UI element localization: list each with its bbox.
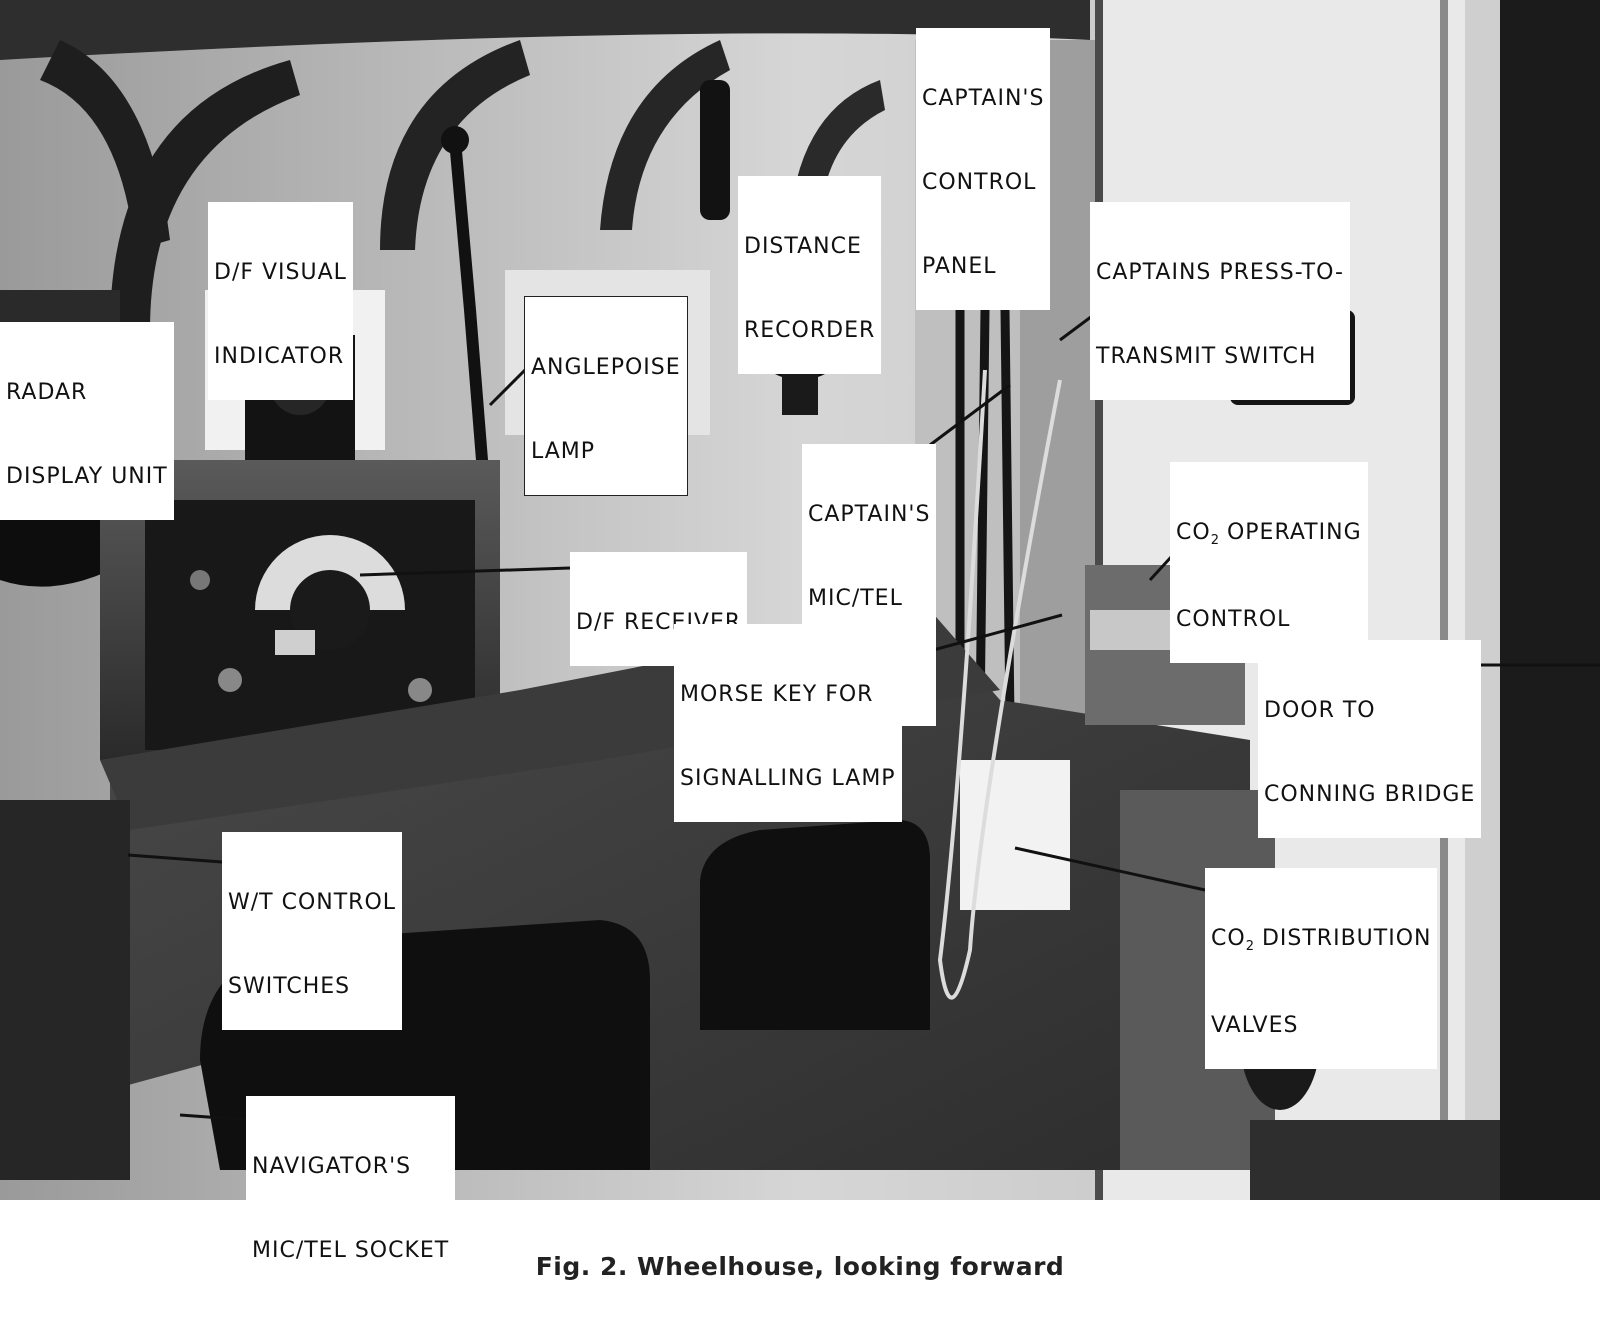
frame-rib bbox=[600, 40, 730, 230]
label-anglepoise-lamp: ANGLEPOISE LAMP bbox=[524, 296, 688, 496]
label-co2-distribution-valves: CO2 DISTRIBUTION VALVES bbox=[1205, 868, 1438, 1069]
label-radar-display-unit: RADAR DISPLAY UNIT bbox=[0, 322, 174, 520]
figure-caption: Fig. 2. Wheelhouse, looking forward bbox=[535, 1252, 1065, 1281]
label-door-to-conning-bridge: DOOR TO CONNING BRIDGE bbox=[1258, 640, 1482, 838]
ceiling bbox=[0, 0, 1090, 60]
label-wt-control-switches: W/T CONTROL SWITCHES bbox=[222, 832, 403, 1030]
desk-opening bbox=[700, 820, 930, 1030]
label-navigators-mic-tel-socket: NAVIGATOR'S MIC/TEL SOCKET bbox=[246, 1096, 456, 1294]
co2-distribution-valves bbox=[960, 760, 1070, 910]
leader-anglepoise bbox=[488, 363, 532, 407]
label-distance-recorder: DISTANCE RECORDER bbox=[738, 176, 882, 374]
frame-rib bbox=[380, 40, 530, 250]
frame-rib bbox=[110, 60, 300, 330]
pillar-edge bbox=[1440, 0, 1448, 1200]
door-edge bbox=[1465, 0, 1500, 1200]
label-captains-press-to-transmit: CAPTAINS PRESS-TO- TRANSMIT SWITCH bbox=[1090, 202, 1350, 400]
wt-control-console bbox=[0, 800, 130, 1180]
label-morse-key: MORSE KEY FOR SIGNALLING LAMP bbox=[674, 624, 902, 822]
leader-co2-valves bbox=[1014, 846, 1206, 892]
door-to-conning-bridge bbox=[1500, 0, 1600, 1200]
leader-captains-mic bbox=[929, 383, 1011, 447]
label-df-visual-indicator: D/F VISUAL INDICATOR bbox=[208, 202, 353, 400]
leader-df-receiver bbox=[359, 566, 571, 577]
leader-morse-key bbox=[925, 613, 1063, 654]
leader-navigators-mic bbox=[179, 1113, 251, 1122]
cable-loop bbox=[937, 369, 1062, 1000]
label-co2-operating-control: CO2 OPERATING CONTROL bbox=[1170, 462, 1368, 663]
leader-wt-switches bbox=[127, 853, 223, 864]
label-captains-control-panel: CAPTAIN'S CONTROL PANEL bbox=[916, 28, 1051, 310]
